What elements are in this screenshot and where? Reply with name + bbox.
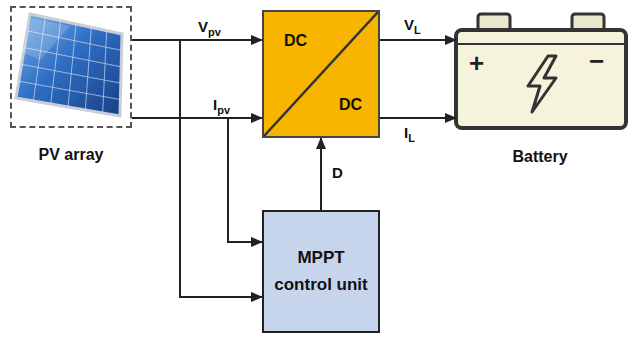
polarity-sign: + [469, 50, 484, 76]
battery-band [456, 43, 626, 45]
mppt-control-box: MPPT control unit [262, 210, 380, 333]
panel-highlight [22, 18, 70, 60]
signal-wire [320, 138, 322, 210]
panel-grid [19, 17, 122, 113]
lightning-bolt [528, 56, 556, 112]
pv-array: PV array [10, 6, 132, 128]
dc-dc-converter: DC DC [262, 10, 380, 138]
signal-label: Ipv [211, 96, 232, 116]
signal-wire [380, 117, 456, 119]
signal-label: D [330, 164, 345, 181]
battery-body [456, 30, 626, 128]
signal-wire [380, 39, 456, 41]
polarity-sign: − [589, 48, 604, 74]
signal-label: Vpv [196, 18, 223, 38]
component-label: PV array [12, 146, 130, 164]
control-label: MPPT control unit [270, 245, 372, 298]
converter-diagonal [264, 12, 378, 136]
converter-label: DC [284, 32, 307, 50]
converter-label: DC [339, 96, 362, 114]
signal-label: IL [402, 124, 417, 144]
component-label: Battery [450, 148, 630, 166]
solar-panel [16, 14, 122, 116]
signal-wire [132, 118, 262, 242]
signal-label: VL [402, 16, 423, 36]
signal-wire [132, 40, 262, 297]
